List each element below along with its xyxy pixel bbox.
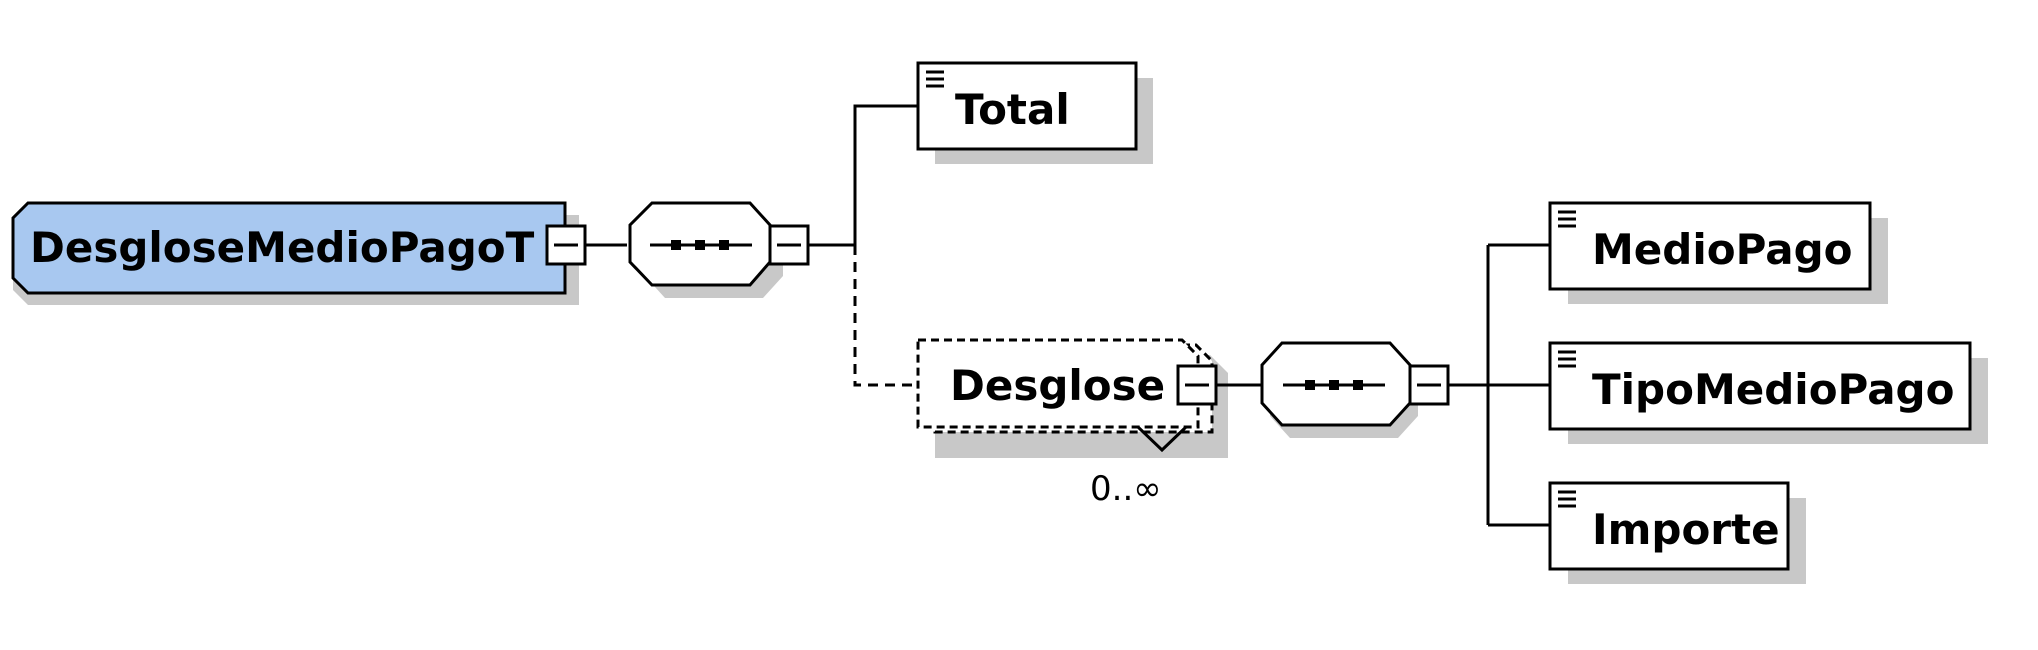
sequence-icon: [650, 240, 752, 250]
simple-content-icon: [1558, 210, 1576, 228]
element-total-label: Total: [955, 85, 1070, 134]
sequence-compositor-2[interactable]: [1260, 341, 1418, 438]
element-tipo-medio-pago-label: TipoMedioPago: [1592, 365, 1954, 414]
desglose-collapse-toggle[interactable]: [1176, 364, 1218, 406]
sequence-compositor[interactable]: [628, 201, 783, 298]
sequence-icon: [1283, 380, 1385, 390]
element-medio-pago-label: MedioPago: [1592, 225, 1853, 274]
element-desglose-label: Desglose: [950, 361, 1165, 410]
sequence-collapse-toggle[interactable]: [768, 224, 810, 266]
connector-line: [853, 104, 918, 245]
element-importe-label: Importe: [1592, 505, 1780, 554]
simple-content-icon: [1558, 490, 1576, 508]
sequence-2-collapse-toggle[interactable]: [1408, 364, 1450, 406]
root-element[interactable]: DesgloseMedioPagoT: [11, 201, 579, 305]
root-element-label: DesgloseMedioPagoT: [30, 223, 535, 272]
root-collapse-toggle[interactable]: [545, 224, 587, 266]
root-element-box: [11, 201, 567, 295]
element-importe[interactable]: Importe: [1548, 481, 1806, 584]
occurrence-label: 0..∞: [1090, 469, 1162, 509]
element-total[interactable]: Total: [916, 61, 1153, 164]
element-tipo-medio-pago[interactable]: TipoMedioPago: [1548, 341, 1988, 444]
element-medio-pago[interactable]: MedioPago: [1548, 201, 1888, 304]
simple-content-icon: [1558, 350, 1576, 368]
repeat-marker-icon: [1136, 425, 1188, 453]
optional-connector-line: [853, 245, 918, 387]
element-desglose[interactable]: Desglose: [916, 338, 1228, 458]
simple-content-icon: [926, 70, 944, 88]
